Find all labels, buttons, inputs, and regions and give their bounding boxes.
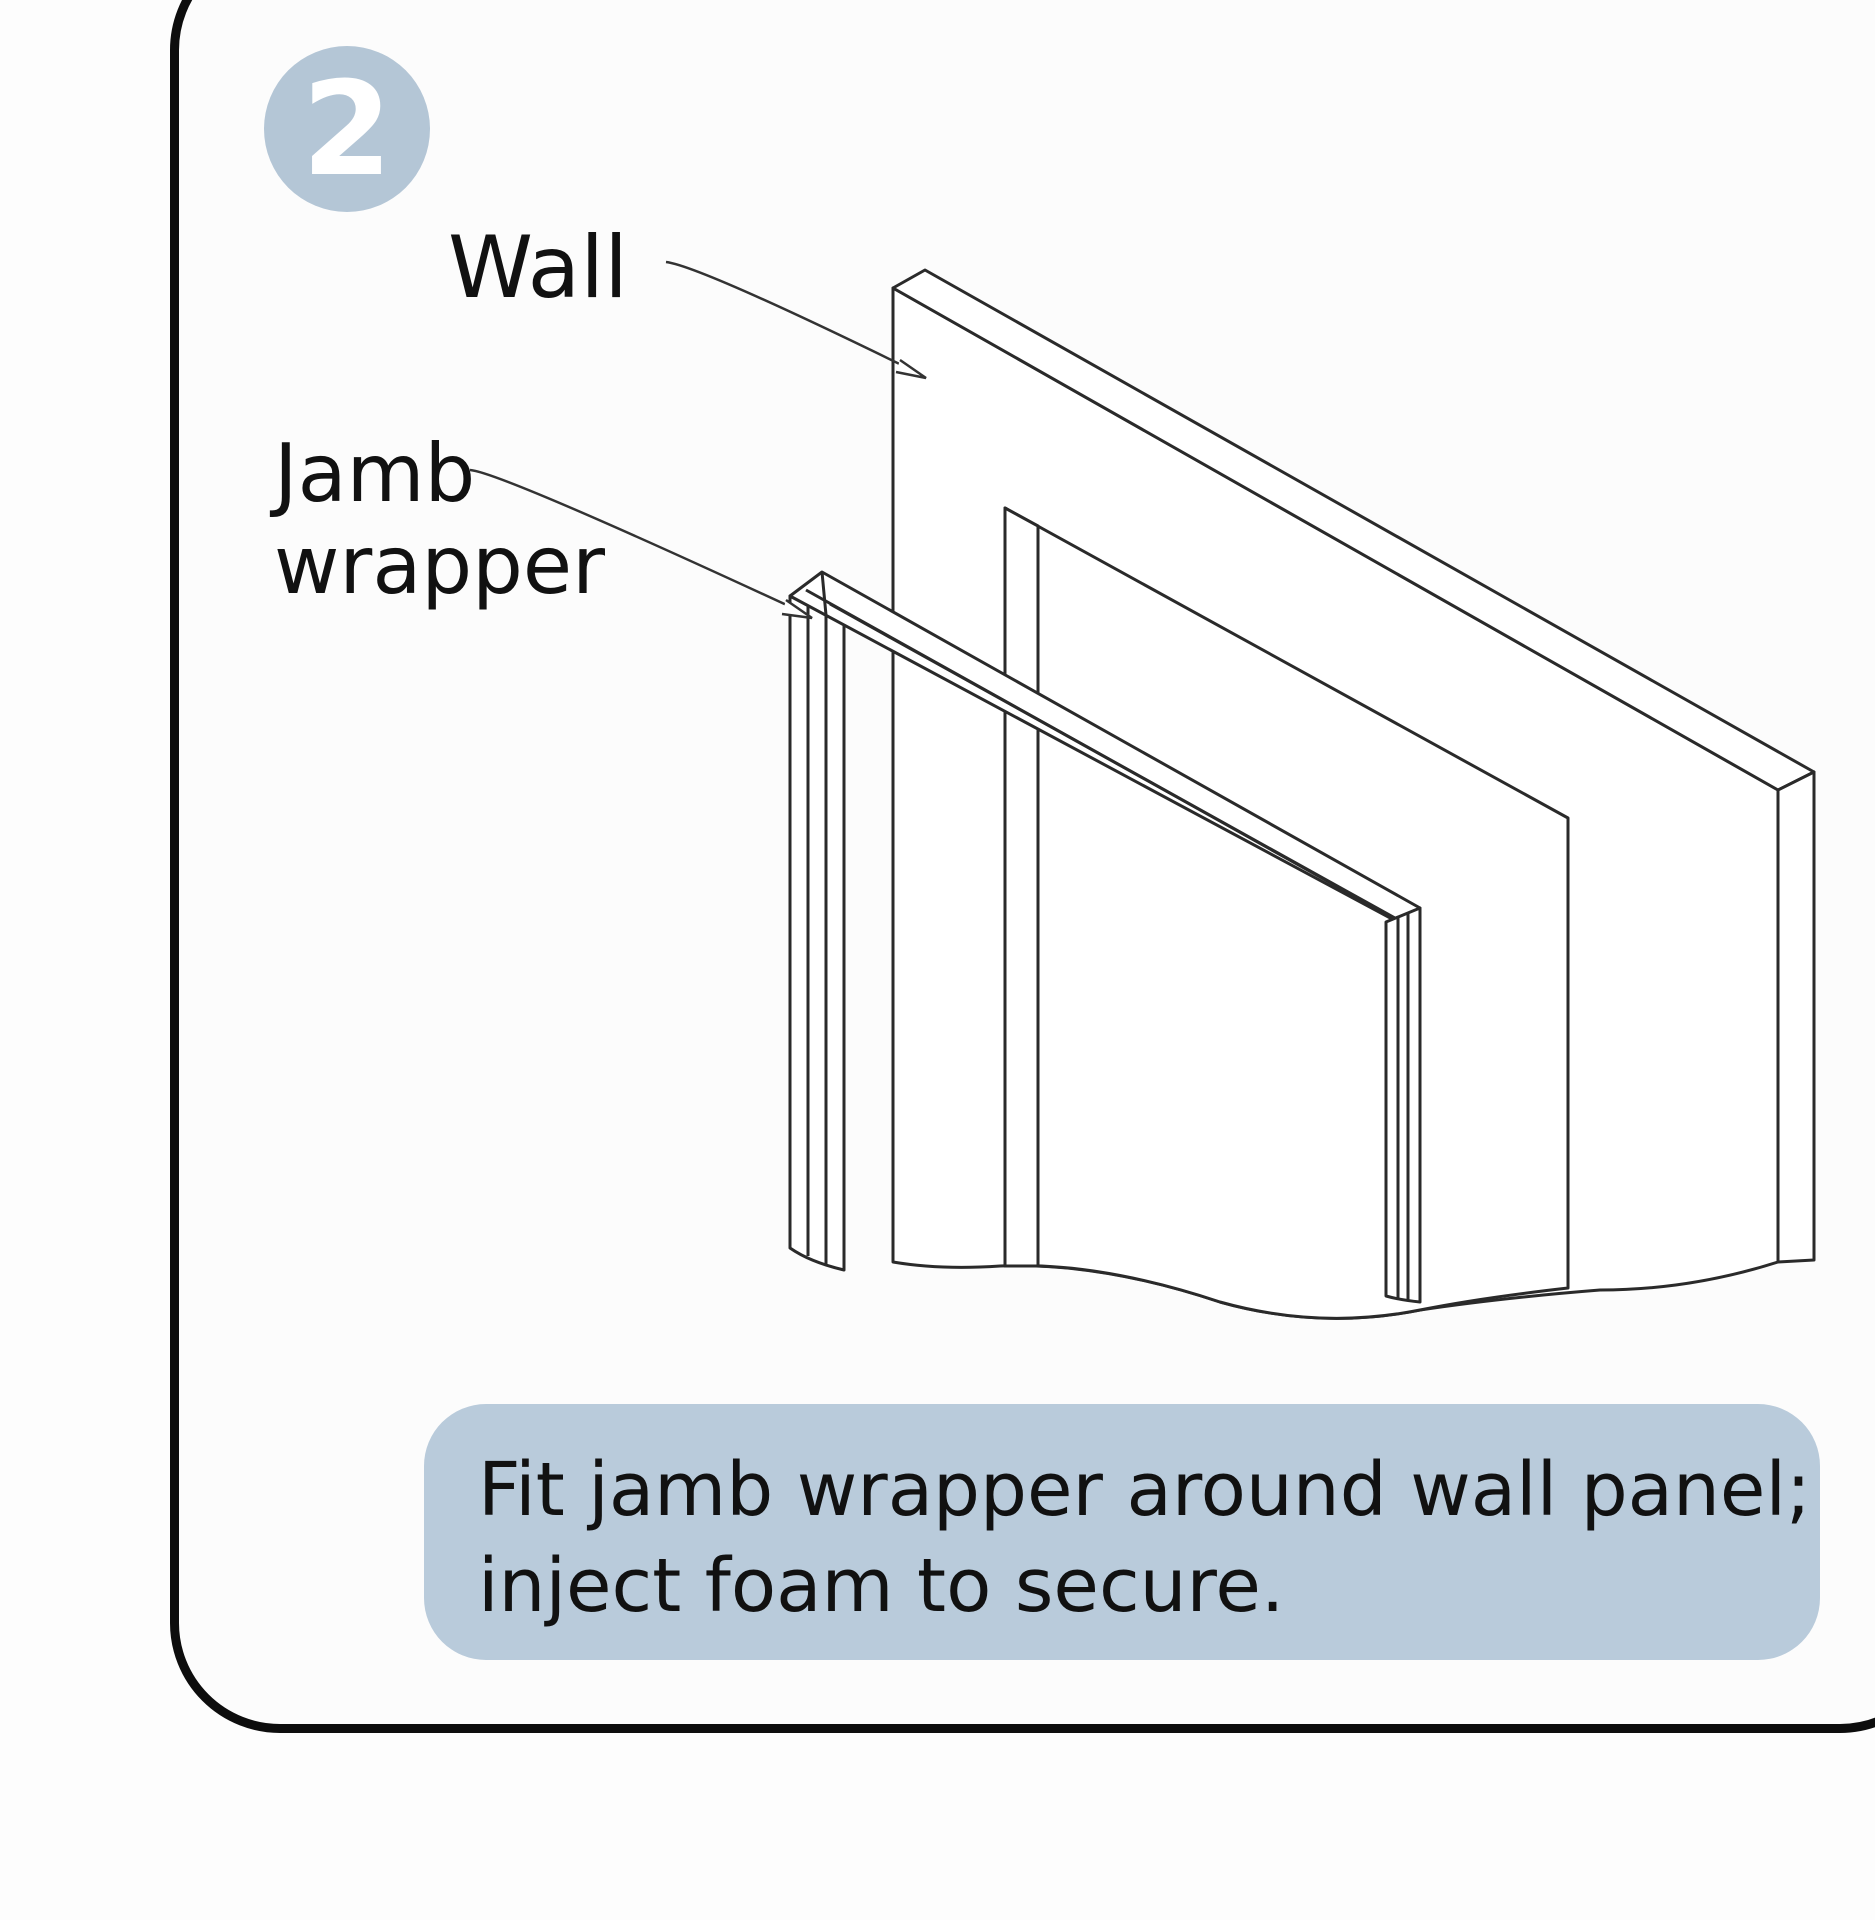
- jamb-wrapper-label: Jamb wrapper: [274, 428, 605, 612]
- jamb-wrapper-label-line1: Jamb: [274, 427, 476, 520]
- caption-line-2: inject foam to secure.: [478, 1543, 1285, 1629]
- caption-box: Fit jamb wrapper around wall panel; inje…: [424, 1404, 1820, 1660]
- jamb-wrapper-right-leg: [1384, 906, 1422, 1304]
- door-opening-reveal: [1003, 506, 1040, 1268]
- jamb-leader-line: [469, 468, 807, 616]
- wall-label: Wall: [448, 218, 629, 318]
- caption-line-1: Fit jamb wrapper around wall panel;: [478, 1447, 1811, 1533]
- wall-leader-arrow: [895, 358, 927, 380]
- jamb-wrapper-left-leg: [788, 594, 846, 1272]
- wall-leader-line: [665, 260, 921, 376]
- door-opening: [1003, 506, 1570, 1320]
- wall-panel-right-edge: [1776, 770, 1816, 1264]
- jamb-wrapper-label-line2: wrapper: [274, 519, 606, 612]
- step-number-badge: 2: [264, 46, 430, 212]
- jamb-leader-arrow: [781, 598, 813, 620]
